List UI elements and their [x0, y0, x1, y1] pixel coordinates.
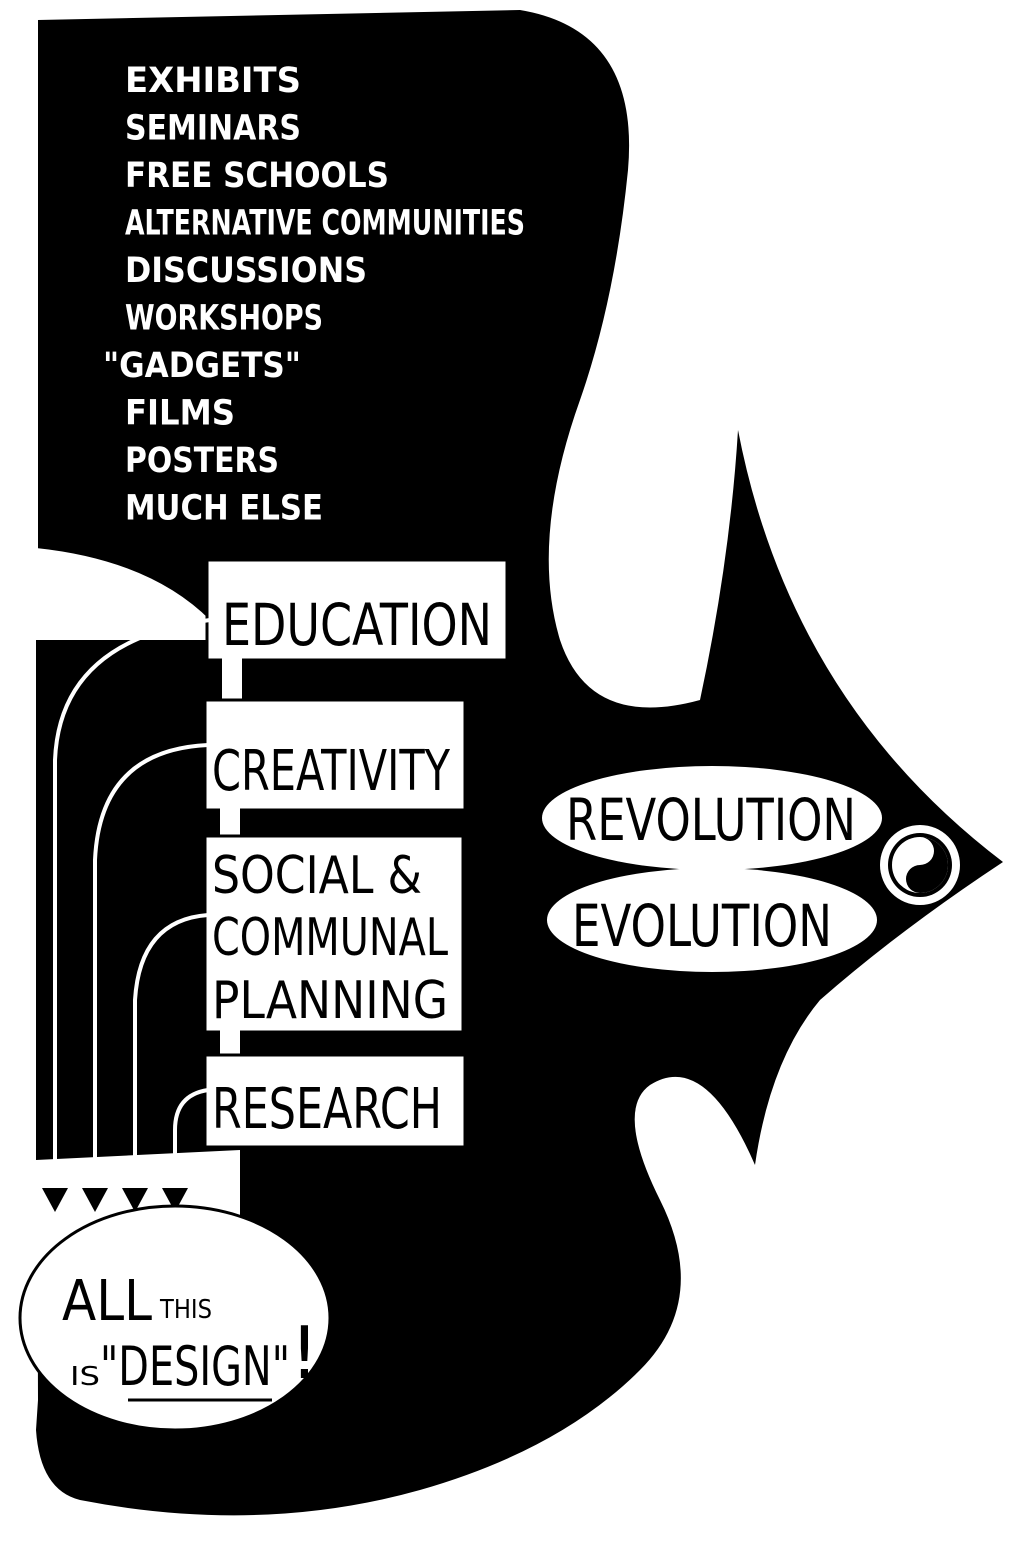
activity-item: FILMS — [125, 394, 235, 434]
conclusion-bubble: ALL THIS IS "DESIGN" ! — [18, 1204, 332, 1432]
conclusion-exclaim: ! — [290, 1311, 319, 1395]
revolution-bubble: REVOLUTION — [542, 766, 882, 870]
flow-arrows — [53, 618, 211, 1185]
conclusion-this: THIS — [159, 1295, 212, 1325]
activity-item: MUCH ELSE — [125, 489, 323, 529]
education-label: EDUCATION — [222, 591, 492, 659]
social-label-line1: SOCIAL & — [212, 846, 422, 906]
arrow-lane — [36, 640, 240, 1200]
activity-item: ALTERNATIVE COMMUNITIES — [125, 204, 525, 244]
arrow-from-education — [53, 618, 211, 1185]
arrow-from-creativity — [93, 743, 209, 1185]
arrowhead-ink-3 — [122, 1188, 148, 1212]
evolution-bubble: EVOLUTION — [547, 868, 877, 972]
creativity-box: CREATIVITY — [203, 698, 467, 812]
connector-1 — [222, 658, 242, 702]
arrowhead-ink-2 — [82, 1188, 108, 1212]
creativity-label: CREATIVITY — [212, 739, 451, 804]
social-label-line3: PLANNING — [212, 971, 448, 1031]
activity-item: SEMINARS — [125, 109, 301, 149]
evolution-label: EVOLUTION — [572, 892, 832, 960]
arrow-from-research — [173, 1088, 209, 1185]
research-label: RESEARCH — [212, 1077, 442, 1142]
activity-item: "GADGETS" — [103, 346, 301, 386]
arrowhead-ink — [42, 1188, 188, 1212]
activity-item: FREE SCHOOLS — [125, 156, 389, 196]
activity-item: POSTERS — [125, 441, 279, 481]
arrowhead-ink-1 — [42, 1188, 68, 1212]
conclusion-is: IS — [70, 1362, 100, 1392]
yin-yang-icon — [880, 825, 960, 905]
activity-item: WORKSHOPS — [125, 299, 323, 339]
education-box: EDUCATION — [205, 558, 509, 662]
social-planning-box: SOCIAL & COMMUNAL PLANNING — [203, 834, 465, 1034]
activity-item: DISCUSSIONS — [125, 251, 367, 291]
connector-3 — [220, 1030, 240, 1058]
arrow-from-social — [133, 913, 209, 1185]
revolution-label: REVOLUTION — [566, 786, 856, 854]
conclusion-design: "DESIGN" — [100, 1335, 290, 1398]
research-box: RESEARCH — [203, 1053, 467, 1149]
social-label-line2: COMMUNAL — [212, 908, 448, 968]
connector-2 — [220, 808, 240, 838]
activity-list: EXHIBITS SEMINARS FREE SCHOOLS ALTERNATIVE … — [103, 61, 525, 529]
conclusion-all: ALL — [62, 1269, 152, 1334]
arrowhead-ink-4 — [162, 1188, 188, 1212]
activity-item: EXHIBITS — [125, 61, 301, 101]
